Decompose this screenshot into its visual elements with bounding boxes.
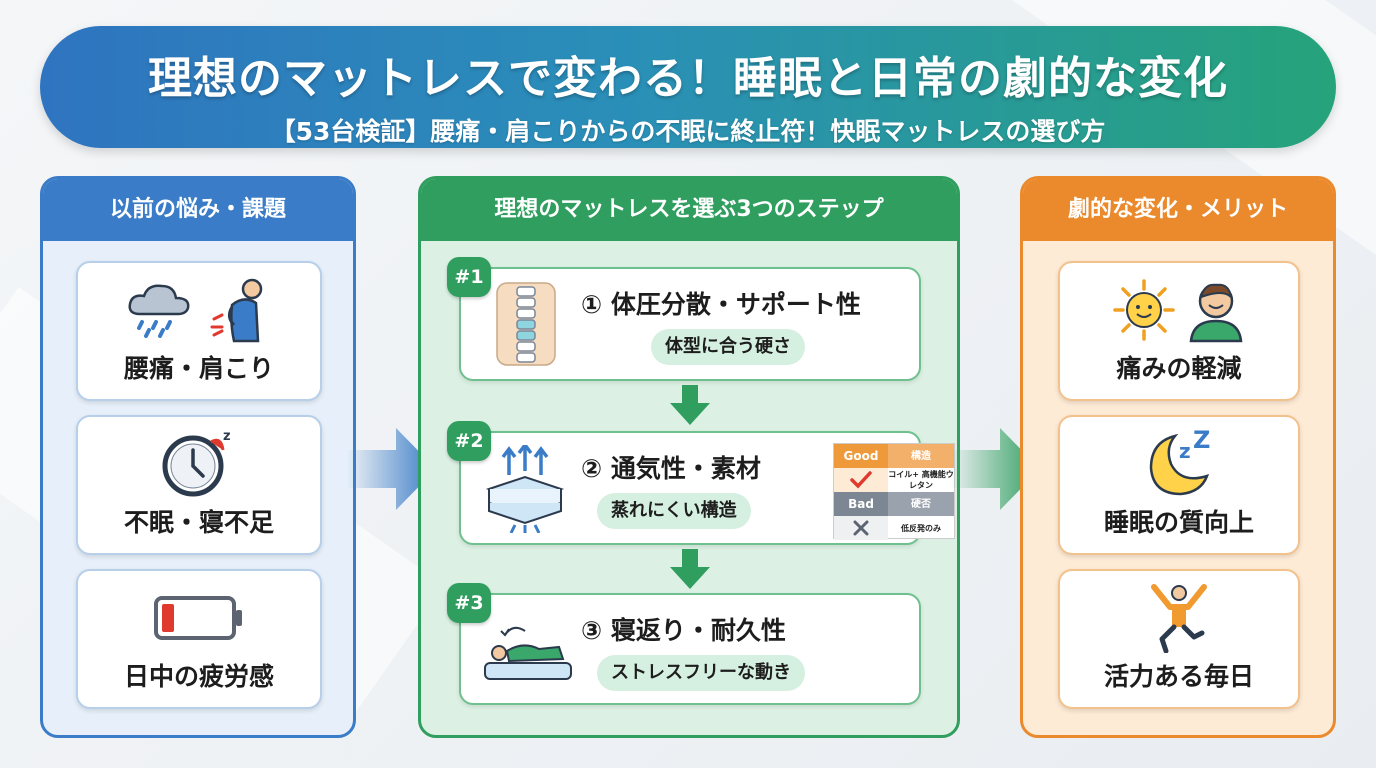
steps-panel: 理想のマットレスを選ぶ3つのステップ ① 体圧分散・サポート性 体型に合う硬さ … bbox=[418, 176, 960, 738]
problems-panel-title: 以前の悩み・課題 bbox=[43, 179, 353, 241]
benefit-card-vitality: 活力ある毎日 bbox=[1058, 569, 1300, 709]
cross-icon bbox=[834, 516, 888, 540]
step-pill: ストレスフリーな動き bbox=[597, 655, 805, 691]
problem-card-insomnia: z 不眠・寝不足 bbox=[76, 415, 322, 555]
alarm-clock-icon: z bbox=[162, 429, 231, 497]
step-card-2: ② 通気性・素材 蒸れにくい構造 Good 構造 コイル+ 高機能ウレタン Ba… bbox=[459, 431, 955, 545]
page-title: 理想のマットレスで変わる！睡眠と日常の劇的な変化 bbox=[148, 53, 1228, 104]
bad-text: 低反発のみ bbox=[901, 523, 941, 533]
problem-card-fatigue: 日中の疲労感 bbox=[76, 569, 322, 709]
sun-icon bbox=[1113, 279, 1175, 341]
good-header: 構造 bbox=[888, 444, 954, 468]
happy-person-icon bbox=[1189, 283, 1243, 343]
page-subtitle: 【53台検証】腰痛・肩こりからの不眠に終止符！快眠マットレスの選び方 bbox=[270, 117, 1106, 146]
steps-panel-title: 理想のマットレスを選ぶ3つのステップ bbox=[421, 179, 957, 241]
material-comparison-table: Good 構造 コイル+ 高機能ウレタン Bad 硬否 低反発のみ bbox=[833, 443, 955, 540]
good-text: コイル+ 高機能ウレタン bbox=[888, 470, 954, 490]
svg-text:z: z bbox=[223, 429, 231, 444]
step-badge: #1 bbox=[447, 257, 491, 297]
down-arrow-icon bbox=[670, 385, 710, 425]
step-title: ② 通気性・素材 bbox=[581, 454, 761, 483]
bad-header: 硬否 bbox=[888, 492, 954, 516]
flow-arrow-right-icon bbox=[950, 428, 1040, 510]
benefit-card-sleep: z Z 睡眠の質向上 bbox=[1058, 415, 1300, 555]
problem-label: 腰痛・肩こり bbox=[123, 354, 274, 383]
rolling-sleeper-icon bbox=[484, 626, 572, 680]
low-battery-icon bbox=[154, 596, 242, 640]
benefits-panel-title: 劇的な変化・メリット bbox=[1023, 179, 1333, 241]
step-card-3: ③ 寝返り・耐久性 ストレスフリーな動き bbox=[459, 593, 921, 705]
step-pill: 体型に合う硬さ bbox=[651, 329, 805, 365]
benefit-label: 痛みの軽減 bbox=[1116, 354, 1242, 383]
spine-icon bbox=[496, 282, 556, 366]
benefits-panel: 劇的な変化・メリット 痛みの軽減 z bbox=[1020, 176, 1336, 738]
problems-panel: 以前の悩み・課題 腰痛・肩こり z 不眠・ bbox=[40, 176, 356, 738]
back-pain-person-icon bbox=[210, 278, 263, 343]
benefit-card-pain-relief: 痛みの軽減 bbox=[1058, 261, 1300, 401]
step-pill: 蒸れにくい構造 bbox=[597, 493, 751, 529]
jumping-person-icon bbox=[1151, 584, 1207, 653]
down-arrow-icon bbox=[670, 549, 710, 589]
problem-label: 日中の疲労感 bbox=[123, 662, 274, 691]
svg-text:Z: Z bbox=[1193, 428, 1210, 454]
step-badge: #3 bbox=[447, 583, 491, 623]
problem-label: 不眠・寝不足 bbox=[123, 508, 274, 537]
bad-label: Bad bbox=[834, 492, 888, 516]
step-title: ① 体圧分散・サポート性 bbox=[581, 290, 861, 319]
svg-text:z: z bbox=[1179, 439, 1191, 463]
good-label: Good bbox=[834, 444, 888, 468]
benefit-label: 活力ある毎日 bbox=[1103, 662, 1254, 691]
step-card-1: ① 体圧分散・サポート性 体型に合う硬さ bbox=[459, 267, 921, 381]
flow-arrow-right-icon bbox=[346, 428, 436, 510]
step-title: ③ 寝返り・耐久性 bbox=[581, 616, 786, 645]
benefit-label: 睡眠の質向上 bbox=[1103, 508, 1254, 537]
step-badge: #2 bbox=[447, 421, 491, 461]
problem-card-pain: 腰痛・肩こり bbox=[76, 261, 322, 401]
breathable-layers-icon bbox=[485, 445, 565, 533]
header-banner: 理想のマットレスで変わる！睡眠と日常の劇的な変化 【53台検証】腰痛・肩こりから… bbox=[40, 26, 1336, 148]
check-icon bbox=[834, 468, 888, 492]
rain-cloud-icon bbox=[128, 284, 190, 338]
moon-zzz-icon: z Z bbox=[1149, 428, 1210, 496]
